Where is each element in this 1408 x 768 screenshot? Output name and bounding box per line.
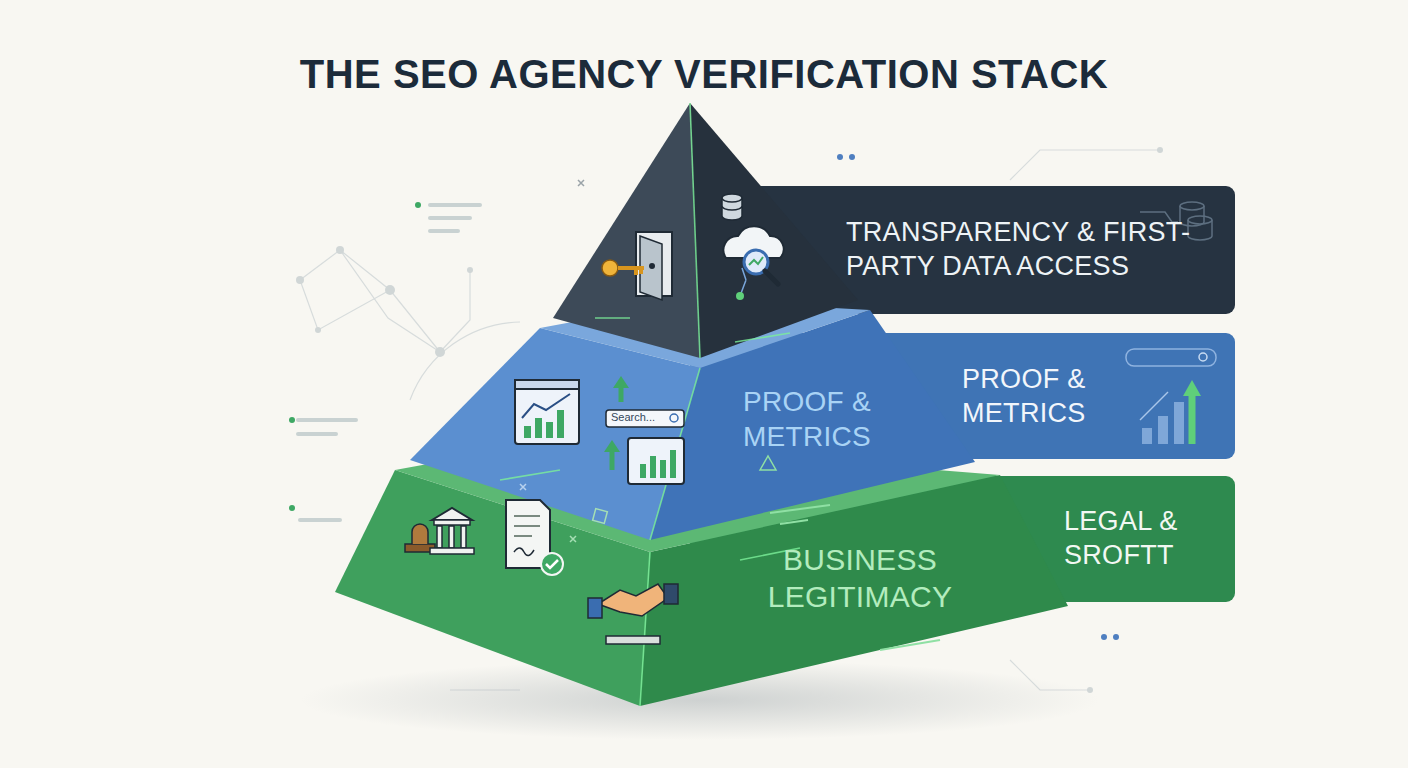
tier-label: PROOF & METRICS <box>712 384 902 454</box>
search-box-text: Search... <box>611 411 655 423</box>
tier-label: TRANSPARENCY & FIRST-PARTY DATA ACCESS <box>846 216 1230 284</box>
tier-label: BUSINESS LEGITIMACY <box>735 541 985 616</box>
tier-label: LEGAL & SROFTT <box>1064 505 1230 573</box>
tier-label: PROOF & METRICS <box>962 363 1122 431</box>
pyramid-tier: BUSINESS LEGITIMACY <box>735 526 985 630</box>
pyramid-tier: PROOF & METRICS <box>712 378 902 460</box>
diagram-title: THE SEO AGENCY VERIFICATION STACK <box>0 52 1408 97</box>
tier-banner: TRANSPARENCY & FIRST-PARTY DATA ACCESS <box>846 196 1230 304</box>
tier-banner: LEGAL & SROFTT <box>1064 487 1230 591</box>
tier-banner: PROOF & METRICS <box>962 345 1122 449</box>
